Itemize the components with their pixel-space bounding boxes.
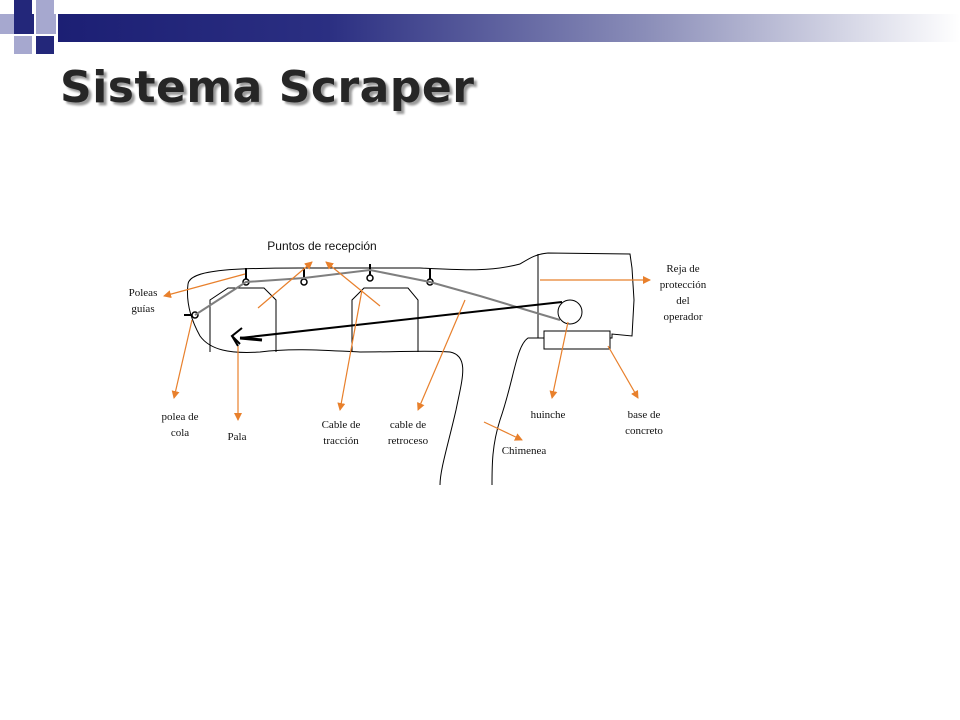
decor-square	[14, 14, 34, 34]
title-bar	[58, 14, 960, 42]
scraper-bucket	[230, 327, 263, 347]
label-huinche: huinche	[531, 409, 566, 421]
winch-drum	[557, 299, 583, 325]
decor-square	[14, 36, 32, 54]
label-cable-traccion-2: tracción	[323, 435, 359, 447]
decor-square	[36, 36, 54, 54]
label-reja-3: del	[676, 295, 689, 307]
label-reja-4: operador	[663, 311, 702, 323]
concrete-base	[543, 330, 611, 350]
label-cable-traccion-1: Cable de	[322, 419, 361, 431]
decor-square	[36, 0, 54, 14]
reception-chute	[351, 287, 419, 352]
label-base-2: concreto	[625, 425, 663, 437]
label-poleas-guias-2: guías	[131, 303, 154, 315]
label-pala: Pala	[228, 431, 247, 443]
label-puntos-recepcion: Puntos de recepción	[267, 239, 376, 253]
return-cable	[194, 268, 561, 321]
decor-square	[14, 0, 32, 14]
label-chimenea: Chimenea	[502, 445, 547, 457]
annotation-arrows	[163, 261, 651, 441]
guide-pulleys	[184, 264, 434, 319]
label-cable-retroceso-1: cable de	[390, 419, 426, 431]
label-reja-2: protección	[660, 279, 707, 291]
decor-square	[36, 14, 56, 34]
label-cable-retroceso-2: retroceso	[388, 435, 429, 447]
gallery-outline-bottom	[187, 283, 464, 486]
gallery-outline	[187, 252, 635, 486]
traction-cable	[239, 301, 563, 339]
label-base-1: base de	[628, 409, 661, 421]
label-reja-1: Reja de	[666, 263, 699, 275]
label-polea-cola-2: cola	[171, 427, 189, 439]
slide-title: Sistema Scraper	[60, 62, 475, 113]
label-poleas-guias-1: Poleas	[129, 287, 158, 299]
decor-square	[0, 14, 14, 34]
reception-chute	[209, 287, 277, 352]
label-polea-cola-1: polea de	[162, 411, 199, 423]
